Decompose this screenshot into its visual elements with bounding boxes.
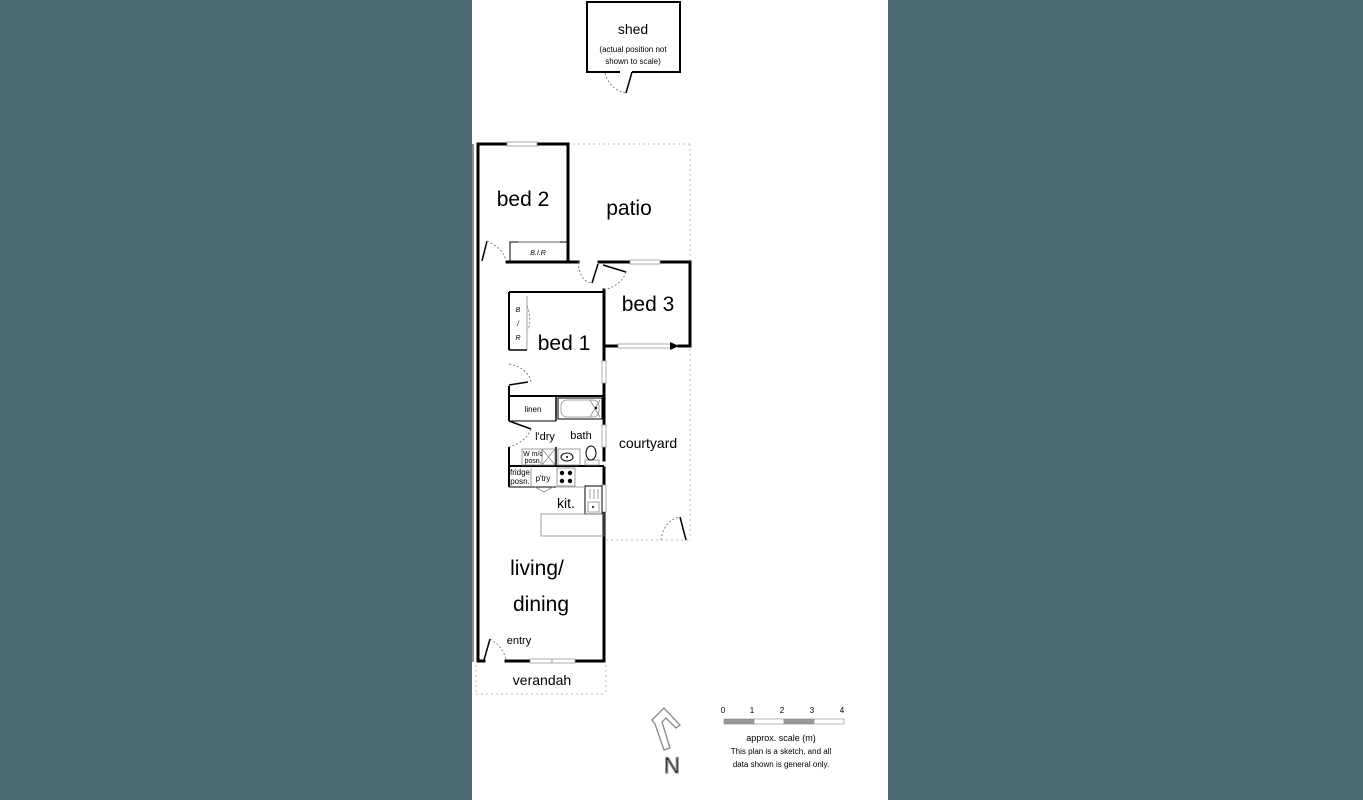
- scale-tick-3: 3: [810, 706, 815, 715]
- bath-label: bath: [570, 430, 591, 442]
- scale-tick-4: 4: [840, 706, 845, 715]
- laundry-label: l'dry: [535, 431, 555, 443]
- scale-tick-0: 0: [721, 706, 726, 715]
- bed3-label: bed 3: [622, 293, 675, 316]
- pantry-label: p'try: [536, 474, 551, 483]
- bed1-bir-r: R: [515, 335, 520, 342]
- doors: [481, 240, 687, 661]
- north-label: N: [664, 753, 680, 778]
- shed-label: shed: [618, 21, 648, 37]
- scale-tick-1: 1: [750, 706, 755, 715]
- bed1-bir-slash: /: [516, 321, 520, 328]
- disclaimer-line1: This plan is a sketch, and all: [731, 747, 832, 756]
- kitchen-label: kit.: [557, 495, 575, 511]
- entry-label: entry: [507, 635, 532, 647]
- north-arrow-icon: N: [651, 707, 681, 779]
- shed: shed (actual position not shown to scale…: [586, 1, 681, 94]
- bed1-label: bed 1: [538, 332, 591, 355]
- living-label-1: living/: [510, 557, 564, 580]
- fixtures: [521, 397, 605, 537]
- scale-bar: 0 1 2 3 4 approx. scale (m) This plan is…: [721, 706, 845, 769]
- bed2-label: bed 2: [497, 188, 550, 211]
- bed2-bir-label: B.I.R: [530, 250, 546, 257]
- verandah-label: verandah: [513, 672, 571, 688]
- property-boundary: [472, 143, 691, 695]
- bed1-bir-b: B: [516, 307, 521, 314]
- floor-plan-sheet: [472, 0, 888, 800]
- washing-machine-label-1: W m/c: [523, 451, 543, 458]
- scale-tick-2: 2: [780, 706, 785, 715]
- linen-label: linen: [525, 405, 542, 414]
- living-label-2: dining: [513, 593, 569, 616]
- windows: [506, 141, 679, 664]
- patio-label: patio: [606, 197, 652, 220]
- fridge-label-1: fridge: [510, 468, 531, 477]
- washing-machine-label-2: posn.: [524, 458, 541, 465]
- room-labels: bed 2 B.I.R patio bed 3 bed 1 B / R line…: [497, 188, 677, 688]
- courtyard-label: courtyard: [619, 435, 677, 451]
- fridge-label-2: posn.: [510, 477, 530, 486]
- walls: [476, 142, 692, 663]
- disclaimer-line2: data shown is general only.: [733, 760, 829, 769]
- scale-label: approx. scale (m): [746, 733, 816, 743]
- shed-note-line2: shown to scale): [605, 57, 661, 66]
- shed-note-line1: (actual position not: [599, 45, 667, 54]
